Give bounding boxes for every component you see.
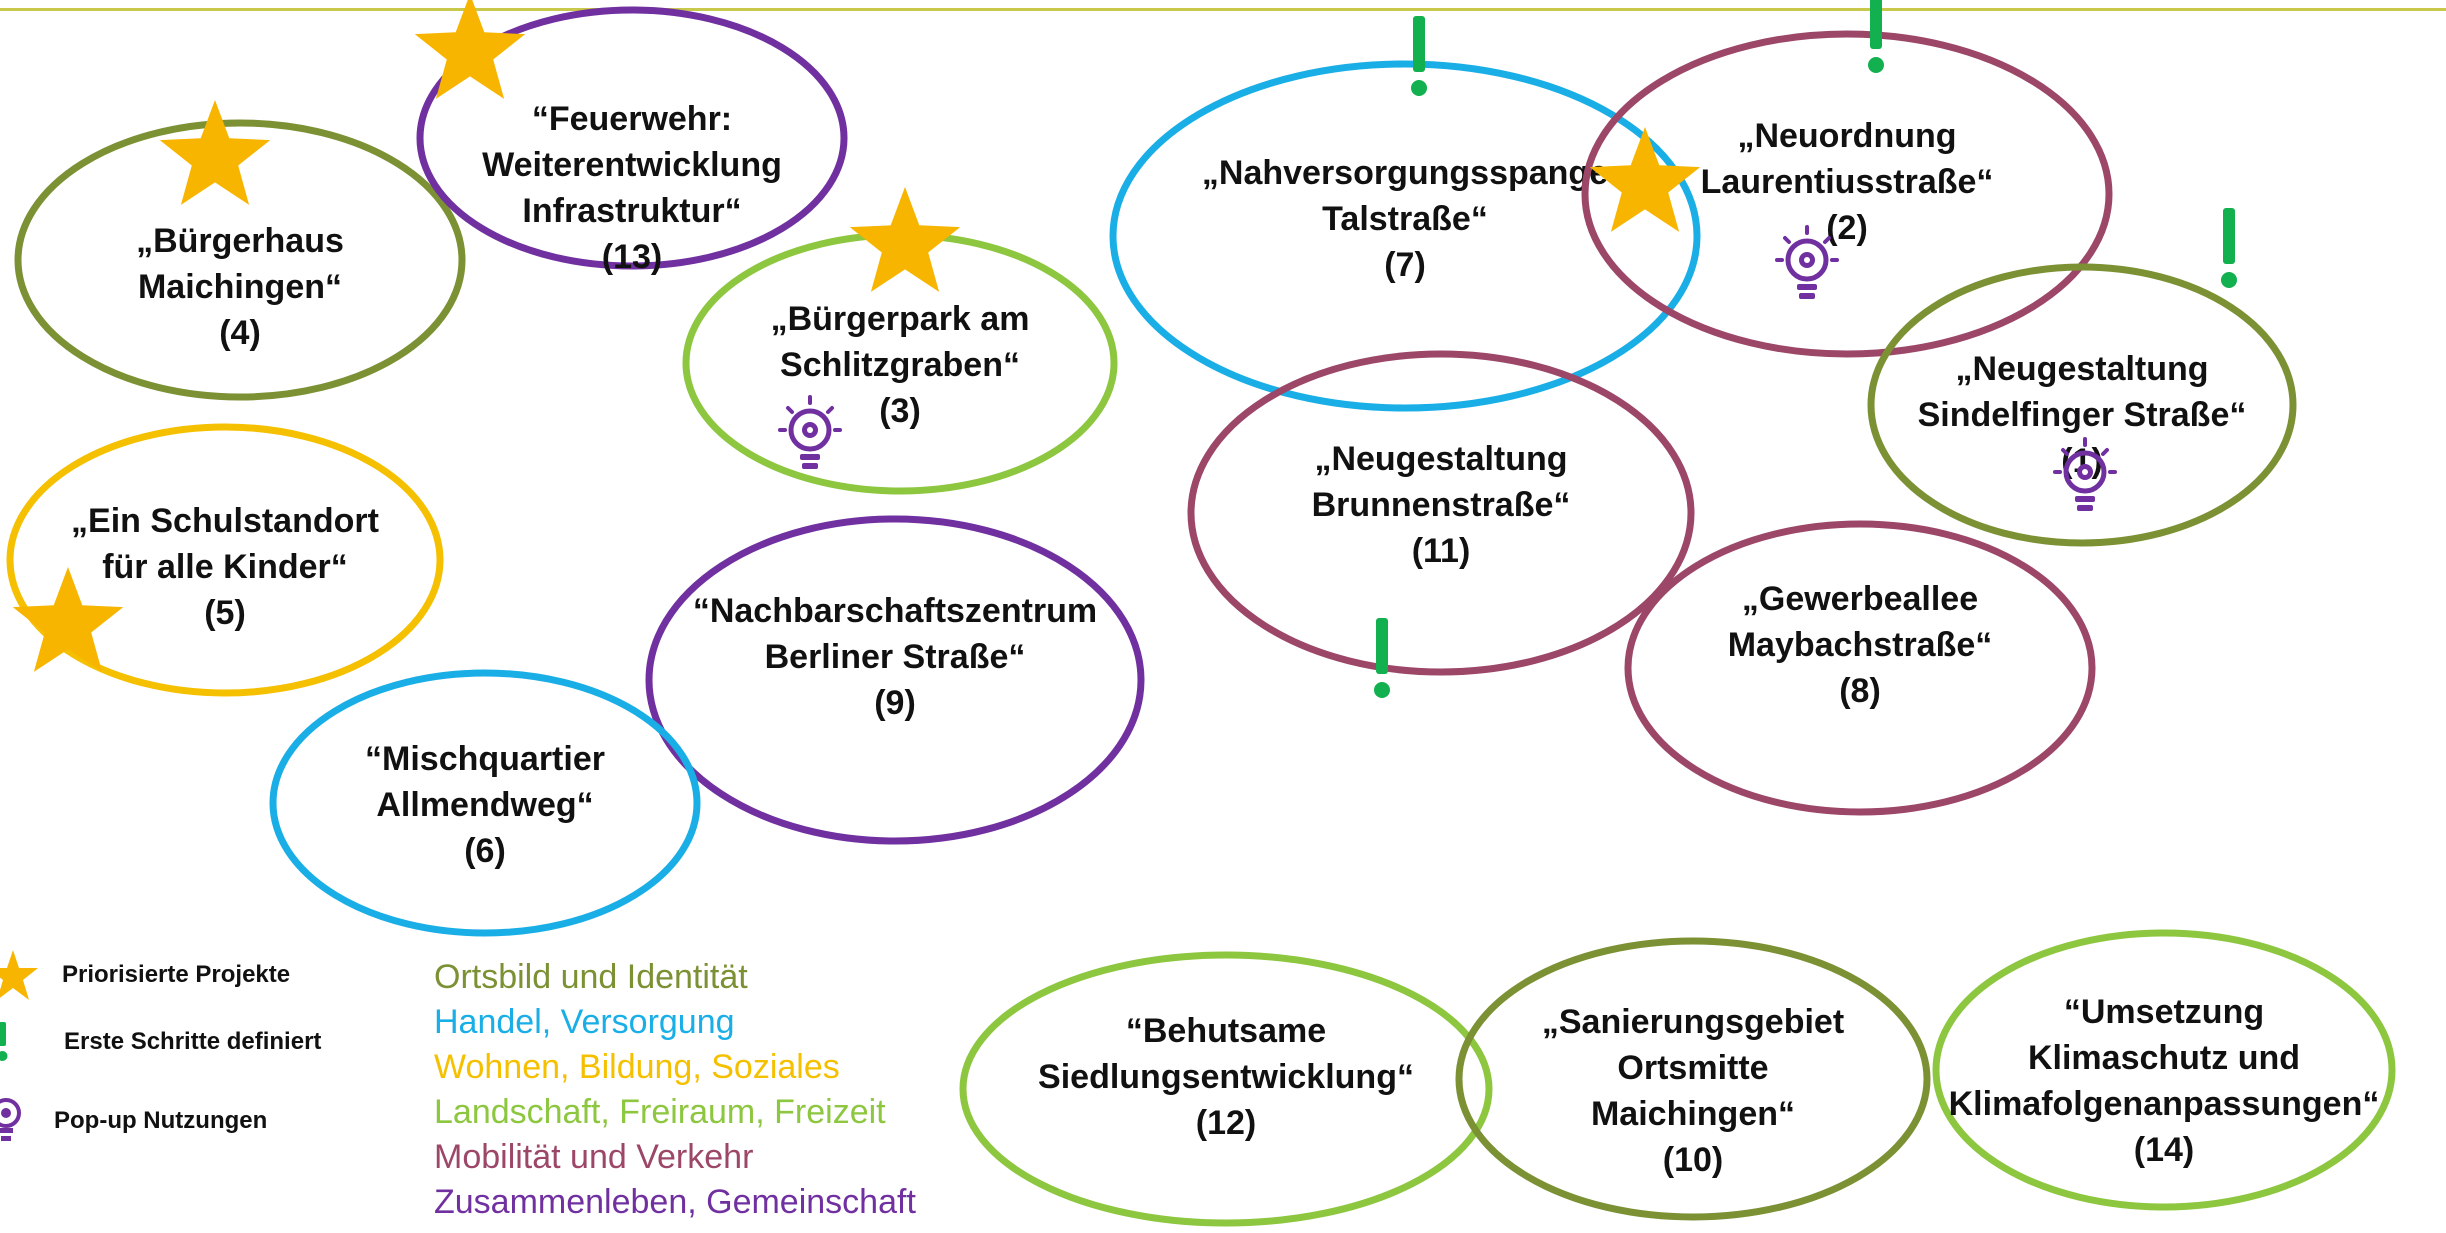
project-node: „Bürgerpark am Schlitzgraben“ (3) xyxy=(682,231,1118,495)
lightbulb-icon xyxy=(1775,225,1839,299)
exclamation-icon xyxy=(1411,16,1427,96)
category-landschaft: Landschaft, Freiraum, Freizeit xyxy=(434,1093,886,1131)
project-ellipse xyxy=(1624,520,2096,816)
lightbulb-icon xyxy=(778,395,842,469)
project-label-line: “Mischquartier xyxy=(365,740,605,778)
legend-label-erste-schritte: Erste Schritte definiert xyxy=(64,1028,322,1055)
project-label-line: „Neuordnung xyxy=(1737,117,1956,155)
project-label-line: Talstraße“ xyxy=(1322,200,1488,238)
project-label-line: Weiterentwicklung xyxy=(482,146,782,184)
star-icon xyxy=(414,0,526,99)
project-label-line: „Sanierungsgebiet xyxy=(1542,1003,1844,1041)
project-label-line: (14) xyxy=(2134,1131,2194,1169)
project-ellipse xyxy=(1932,929,2396,1211)
project-ellipse xyxy=(645,515,1145,845)
project-label-line: “Feuerwehr: xyxy=(532,100,732,138)
project-label-line: (4) xyxy=(219,314,261,352)
category-mobilitaet: Mobilität und Verkehr xyxy=(434,1138,754,1176)
star-icon xyxy=(849,187,961,292)
top-border-line xyxy=(0,8,2446,11)
project-label-line: „Neugestaltung xyxy=(1955,350,2208,388)
project-ellipse xyxy=(269,669,701,937)
project-label-line: Ortsmitte xyxy=(1617,1049,1768,1087)
project-label-line: “Nachbarschaftszentrum xyxy=(693,592,1097,630)
project-label-line: (2) xyxy=(1826,209,1868,247)
exclamation-icon xyxy=(2221,208,2237,288)
project-label-line: Siedlungsentwicklung“ xyxy=(1038,1058,1414,1096)
project-label-line: (9) xyxy=(874,684,916,722)
project-label-line: „Nahversorgungsspange xyxy=(1202,154,1608,192)
legend-item-erste-schritte: Erste Schritte definiert xyxy=(0,1022,321,1062)
project-label-line: „Gewerbeallee xyxy=(1742,580,1978,618)
project-ellipse xyxy=(416,6,848,270)
project-label-line: (5) xyxy=(204,594,246,632)
project-label-line: Maybachstraße“ xyxy=(1728,626,1993,664)
exclamation-icon xyxy=(1374,618,1390,698)
project-label-line: für alle Kinder“ xyxy=(102,548,348,586)
project-label-line: „Neugestaltung xyxy=(1314,440,1567,478)
project-ellipse xyxy=(959,951,1493,1227)
project-label-line: Sindelfinger Straße“ xyxy=(1918,396,2247,434)
star-icon xyxy=(159,100,271,205)
category-zusammenleben: Zusammenleben, Gemeinschaft xyxy=(434,1183,916,1221)
project-ellipse xyxy=(1867,263,2297,547)
project-label-line: Laurentiusstraße“ xyxy=(1701,163,1994,201)
star-icon xyxy=(12,567,124,672)
project-node: “Feuerwehr: WeiterentwicklungInfrastruktu… xyxy=(416,6,848,276)
project-label-line: Klimafolgenanpassungen“ xyxy=(1949,1085,2380,1123)
project-node: „Ein Schulstandort für alle Kinder“ (5) xyxy=(6,423,444,697)
project-label-line: Klimaschutz und xyxy=(2028,1039,2300,1077)
exclamation-icon xyxy=(1868,0,1884,73)
category-ortsbild: Ortsbild und Identität xyxy=(434,958,748,996)
category-wohnen: Wohnen, Bildung, Soziales xyxy=(434,1048,840,1086)
project-label-line: Brunnenstraße“ xyxy=(1312,486,1571,524)
legend-label-popup: Pop-up Nutzungen xyxy=(54,1107,268,1134)
project-ellipse xyxy=(6,423,444,697)
project-ellipse xyxy=(14,119,466,401)
project-label-line: “Umsetzung xyxy=(2064,993,2264,1031)
project-label-line: (3) xyxy=(879,392,921,430)
project-label-line: (13) xyxy=(602,238,662,276)
category-handel: Handel, Versorgung xyxy=(434,1003,735,1041)
project-ellipse xyxy=(1581,30,2113,358)
project-label-line: Berliner Straße“ xyxy=(765,638,1026,676)
project-label-line: Maichingen“ xyxy=(1591,1095,1795,1133)
legend-item-popup: Pop-up Nutzungen xyxy=(0,1093,267,1149)
project-label-line: Maichingen“ xyxy=(138,268,342,306)
project-label-line: „Bürgerhaus xyxy=(136,222,344,260)
lightbulb-icon xyxy=(0,1098,21,1141)
legend-label-priorisiert: Priorisierte Projekte xyxy=(62,961,291,988)
legend-item-priorisiert: Priorisierte Projekte xyxy=(0,950,290,1000)
project-label-line: (7) xyxy=(1384,246,1426,284)
star-icon xyxy=(0,950,38,1000)
project-ellipse xyxy=(1109,60,1701,412)
exclamation-icon xyxy=(0,1022,8,1061)
project-label-line: (6) xyxy=(464,832,506,870)
project-label-line: Infrastruktur“ xyxy=(522,192,741,230)
lightbulb-icon xyxy=(2053,437,2117,511)
star-icon xyxy=(1589,127,1701,232)
project-label-line: (8) xyxy=(1839,672,1881,710)
project-label-line: “Behutsame xyxy=(1126,1012,1326,1050)
project-label-line: „Ein Schulstandort xyxy=(71,502,379,540)
project-ellipse xyxy=(1187,350,1695,676)
project-ellipse xyxy=(1455,937,1931,1221)
project-label-line: Schlitzgraben“ xyxy=(780,346,1020,384)
project-label-line: „Bürgerpark am xyxy=(771,300,1030,338)
project-label-line: (10) xyxy=(1663,1141,1723,1179)
project-label-line: Allmendweg“ xyxy=(376,786,593,824)
project-label-line: (12) xyxy=(1196,1104,1256,1142)
project-label-line: (11) xyxy=(1412,532,1471,570)
